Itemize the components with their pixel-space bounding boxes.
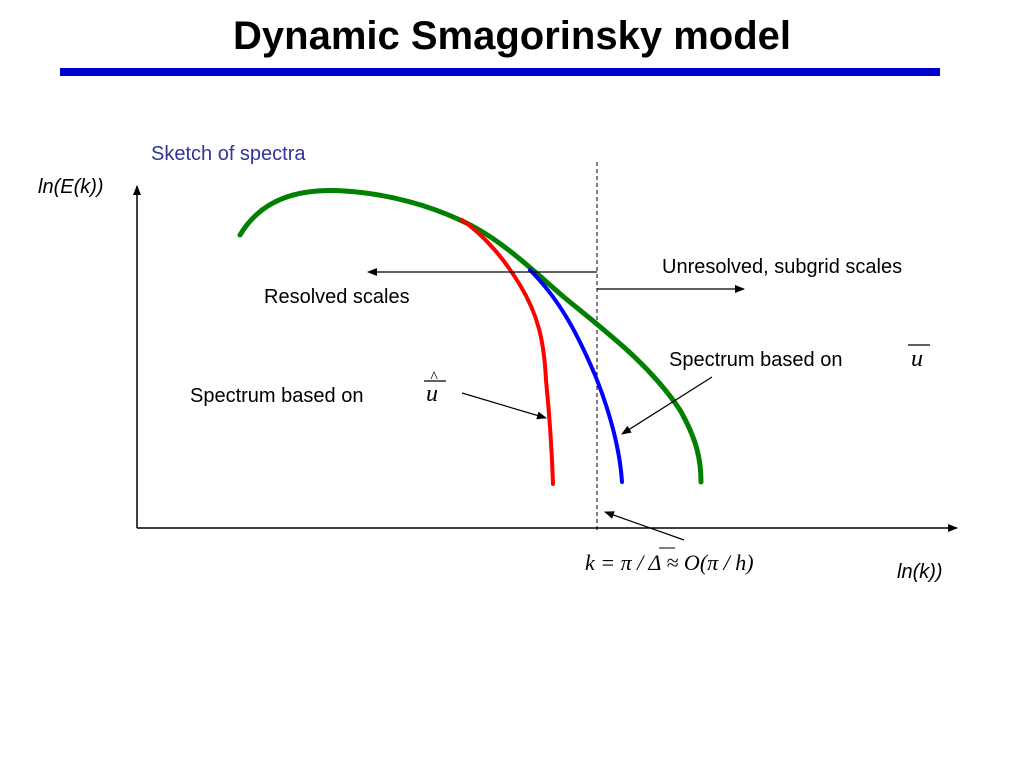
u-hat-mark: ^ <box>430 369 438 386</box>
y-axis-label: ln(E(k)) <box>38 176 104 198</box>
cutoff-pointer-arrow <box>604 511 685 541</box>
x-axis-label: ln(k)) <box>897 561 943 583</box>
u-hat-symbol: u <box>426 381 438 407</box>
filtered-spectrum-curve <box>528 268 624 484</box>
u-hat-pointer-arrow <box>461 392 547 420</box>
unresolved-scales-label: Unresolved, subgrid scales <box>662 256 902 278</box>
spectrum-u-bar-label: Spectrum based on <box>669 349 842 371</box>
full-spectrum-curve <box>237 188 704 485</box>
cutoff-formula: k = π / Δ ≈ O(π / h) <box>585 550 754 575</box>
u-bar-symbol: u <box>911 346 923 372</box>
title-underline <box>60 68 940 76</box>
resolved-scales-label: Resolved scales <box>264 286 410 308</box>
diagram-subtitle: Sketch of spectra <box>151 143 306 165</box>
spectrum-u-hat-label: Spectrum based on <box>190 385 363 407</box>
u-bar-pointer-arrow <box>621 376 713 435</box>
test-filtered-spectrum-curve <box>460 218 555 486</box>
slide-title: Dynamic Smagorinsky model <box>233 14 791 58</box>
